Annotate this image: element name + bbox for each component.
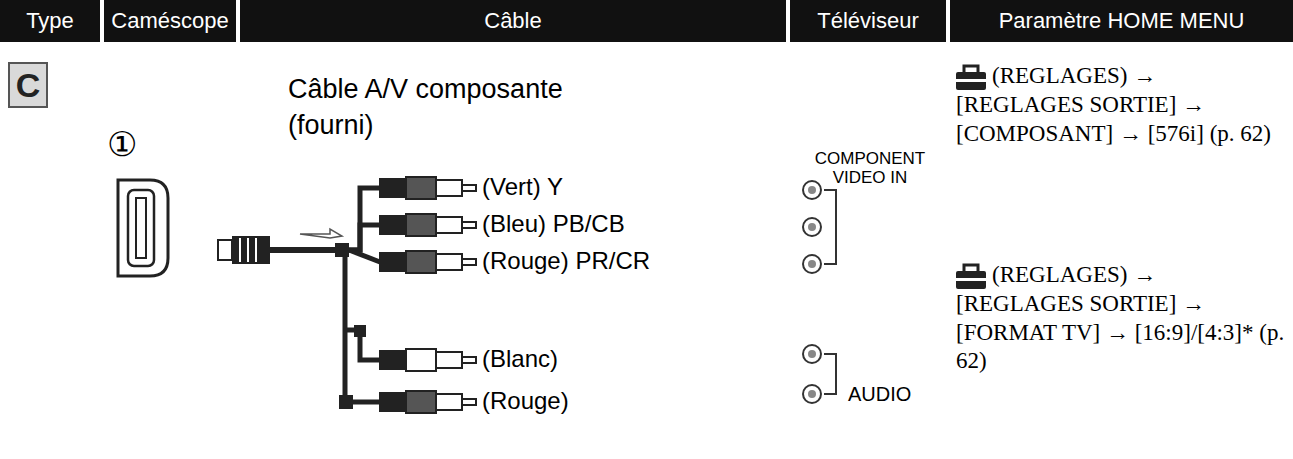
- cell-text: Type: [26, 8, 74, 34]
- cell-text: Câble: [484, 8, 541, 34]
- header-cell: Câble: [240, 0, 786, 42]
- plug-label: (Rouge): [482, 387, 569, 415]
- header-cell: Type: [0, 0, 100, 42]
- type-box: C: [8, 62, 48, 108]
- cell-text: Paramètre HOME MENU: [999, 8, 1245, 34]
- cell-text: Téléviseur: [817, 8, 918, 34]
- menu-path: (REGLAGES) → [REGLAGES SORTIE] → [COMPOS…: [956, 62, 1286, 148]
- callout-number: ①: [107, 124, 137, 164]
- cable-name: Câble A/V composante: [288, 74, 563, 105]
- jack-label: AUDIO: [848, 383, 911, 406]
- header-cell: Paramètre HOME MENU: [950, 0, 1293, 42]
- cable-note: (fourni): [288, 110, 374, 141]
- jack-label: COMPONENT VIDEO IN: [800, 150, 940, 187]
- cell-text: Caméscope: [111, 8, 228, 34]
- plug-label: (Vert) Y: [482, 173, 563, 201]
- header-cell: Caméscope: [104, 0, 236, 42]
- cell-text: C: [16, 66, 41, 105]
- plug-label: (Bleu) PB/CB: [482, 210, 625, 238]
- plug-label: (Rouge) PR/CR: [482, 247, 650, 275]
- menu-path: (REGLAGES) → [REGLAGES SORTIE] → [FORMAT…: [956, 261, 1286, 376]
- plug-label: (Blanc): [482, 345, 558, 373]
- header-cell: Téléviseur: [790, 0, 946, 42]
